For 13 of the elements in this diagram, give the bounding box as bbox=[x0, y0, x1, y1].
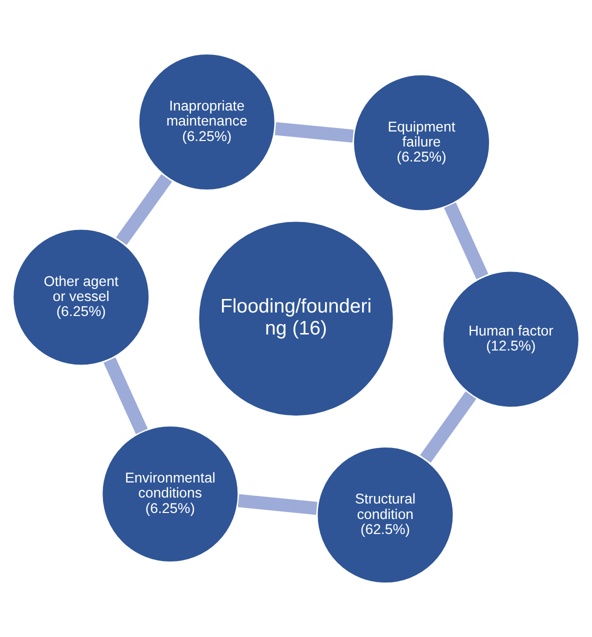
connector bbox=[420, 391, 476, 463]
connector bbox=[238, 494, 318, 515]
connector bbox=[104, 357, 148, 434]
node-circle: Environmental conditions (6.25%) bbox=[100, 424, 240, 564]
connector bbox=[444, 202, 488, 280]
node-circle: Equipment failure (6.25%) bbox=[352, 73, 492, 212]
connector bbox=[274, 122, 354, 143]
node-circle: Inapropriate maintenance (6.25%) bbox=[137, 52, 277, 192]
node-circle: Human factor (12.5%) bbox=[441, 270, 581, 409]
connector bbox=[116, 174, 172, 246]
node-circle: Structural condition (62.5%) bbox=[316, 445, 455, 585]
node-circle: Other agent or vessel (6.25%) bbox=[11, 228, 151, 367]
node-circle: Flooding/founderi ng (16) bbox=[196, 220, 396, 418]
